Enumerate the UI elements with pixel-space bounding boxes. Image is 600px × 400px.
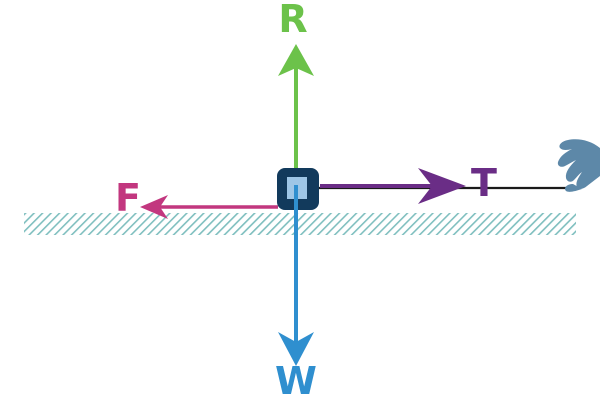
reaction-arrowhead: [278, 44, 314, 76]
weight-force-label: W: [275, 359, 317, 400]
tension-force-label: T: [471, 161, 497, 205]
friction-arrowhead: [140, 195, 168, 219]
tension-arrowhead: [418, 168, 466, 204]
ground-surface: [24, 213, 576, 235]
hand-icon: [557, 139, 600, 192]
reaction-force-label: R: [278, 0, 307, 41]
weight-arrowhead: [278, 332, 314, 366]
friction-force-label: F: [115, 176, 141, 220]
